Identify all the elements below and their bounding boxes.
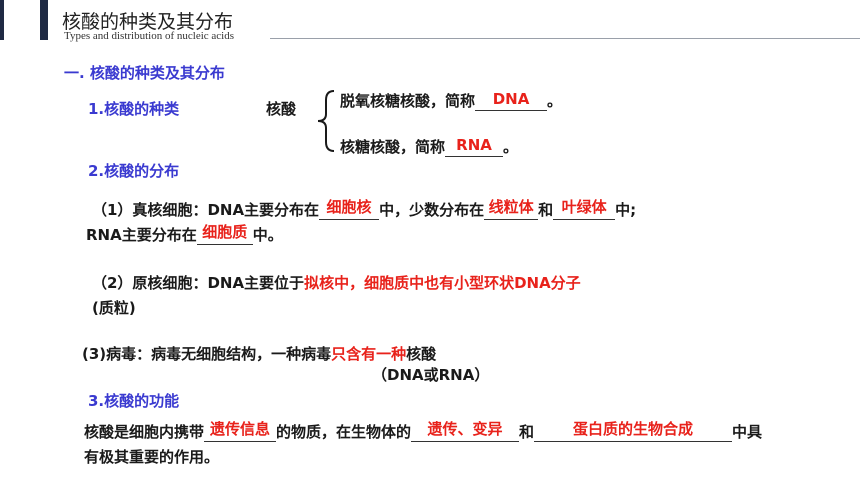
function-line-2: 有极其重要的作用。 xyxy=(84,448,220,466)
func-answer-protein: 蛋白质的生物合成 xyxy=(573,420,694,438)
func-answer-genetic-info: 遗传信息 xyxy=(210,420,271,438)
rna-blank: RNA xyxy=(445,136,504,157)
euk-suffix: 中; xyxy=(615,201,637,219)
section-heading: 一. 核酸的种类及其分布 xyxy=(64,64,225,82)
func-answer-heredity: 遗传、变异 xyxy=(427,420,503,438)
header-accent-bar-left xyxy=(0,0,4,40)
eukaryote-line: （1）真核细胞：DNA主要分布在细胞核中，少数分布在线粒体和叶绿体中; xyxy=(92,198,636,220)
page-title: 核酸的种类及其分布 xyxy=(62,11,234,33)
dna-blank: DNA xyxy=(475,90,548,111)
virus-suffix: 核酸 xyxy=(406,345,437,363)
euk-blank-1: 细胞核 xyxy=(319,198,380,220)
euk-prefix: （1）真核细胞：DNA主要分布在 xyxy=(92,201,320,219)
virus-line: (3)病毒：病毒无细胞结构，一种病毒只含有一种核酸 xyxy=(82,343,436,364)
distribution-heading: 2.核酸的分布 xyxy=(88,162,180,180)
prokaryote-line: （2）原核细胞：DNA主要位于拟核中，细胞质中也有小型环状DNA分子 xyxy=(92,272,581,293)
page-subtitle: Types and distribution of nucleic acids xyxy=(64,30,234,42)
rna-answer-cytoplasm: 细胞质 xyxy=(202,223,248,241)
pro-prefix: （2）原核细胞：DNA主要位于 xyxy=(92,274,305,292)
header-divider xyxy=(270,38,860,39)
function-line-1: 核酸是细胞内携带遗传信息的物质，在生物体的遗传、变异和 蛋白质的生物合成 中具 xyxy=(84,420,762,442)
rna-answer: RNA xyxy=(456,136,492,154)
rna-row-prefix: 核糖核酸，简称 xyxy=(340,138,446,156)
func-p3: 和 xyxy=(519,423,535,441)
euk-blank-3: 叶绿体 xyxy=(553,198,616,220)
dna-row: 脱氧核糖核酸，简称 DNA 。 xyxy=(340,90,562,111)
func-blank-3: 蛋白质的生物合成 xyxy=(534,420,733,442)
euk-mid-1: 中，少数分布在 xyxy=(379,201,485,219)
nucleic-acid-label: 核酸 xyxy=(266,100,297,118)
rna-row-suffix: 。 xyxy=(503,138,519,156)
plasmid-note: (质粒) xyxy=(92,299,136,317)
header-accent-bar xyxy=(40,0,48,40)
func-p1: 核酸是细胞内携带 xyxy=(84,423,205,441)
euk-blank-2: 线粒体 xyxy=(484,198,539,220)
pro-answer: 拟核中，细胞质中也有小型环状DNA分子 xyxy=(304,274,581,292)
func-p4: 中具 xyxy=(732,423,763,441)
euk-answer-nucleus: 细胞核 xyxy=(326,198,372,216)
rna-location-line: RNA主要分布在细胞质中。 xyxy=(86,223,283,245)
func-blank-1: 遗传信息 xyxy=(204,420,277,442)
brace-icon xyxy=(314,88,338,158)
euk-answer-mito: 线粒体 xyxy=(488,198,534,216)
dna-answer: DNA xyxy=(492,90,530,108)
virus-answer: 只含有一种 xyxy=(331,345,407,363)
dna-row-prefix: 脱氧核糖核酸，简称 xyxy=(340,92,476,110)
euk-answer-chloro: 叶绿体 xyxy=(561,198,607,216)
virus-note: （DNA或RNA） xyxy=(372,366,490,384)
dna-row-suffix: 。 xyxy=(547,92,563,110)
rna-loc-blank: 细胞质 xyxy=(196,223,253,245)
virus-prefix: (3)病毒：病毒无细胞结构，一种病毒 xyxy=(82,345,332,363)
func-blank-2: 遗传、变异 xyxy=(411,420,520,442)
function-heading: 3.核酸的功能 xyxy=(88,392,180,410)
func-p2: 的物质，在生物体的 xyxy=(276,423,412,441)
types-heading: 1.核酸的种类 xyxy=(88,100,180,118)
rna-row: 核糖核酸，简称 RNA 。 xyxy=(340,136,518,157)
rna-suffix: 中。 xyxy=(252,226,283,244)
rna-prefix: RNA主要分布在 xyxy=(86,226,197,244)
euk-mid-2: 和 xyxy=(538,201,554,219)
